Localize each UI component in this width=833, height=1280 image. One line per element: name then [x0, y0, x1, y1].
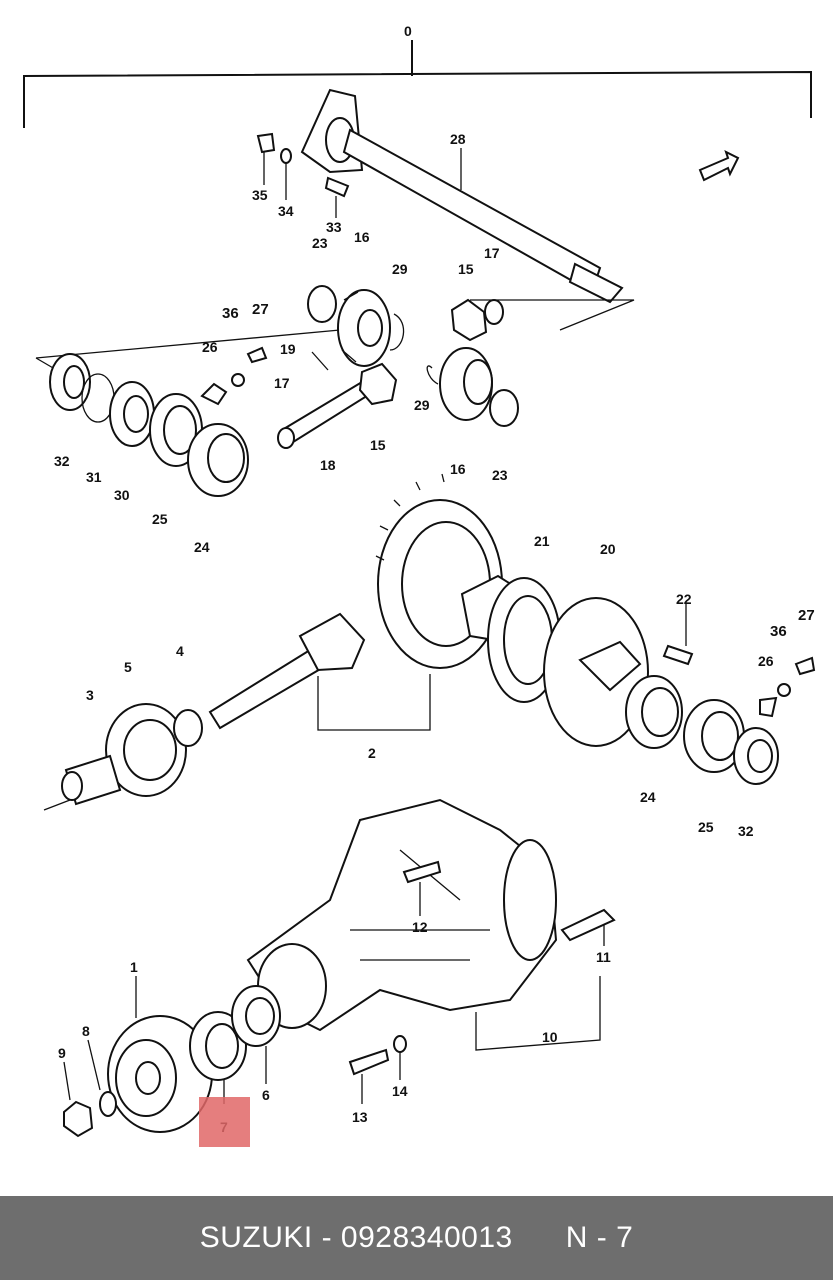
- label-1: 1: [130, 959, 138, 975]
- label-36b: 36: [770, 623, 787, 640]
- label-16b: 16: [450, 461, 466, 477]
- right-bearing-stack: [683, 699, 779, 785]
- label-33: 33: [326, 219, 342, 235]
- label-24b: 24: [640, 789, 656, 805]
- label-8: 8: [82, 1023, 90, 1039]
- label-27: 27: [252, 301, 269, 318]
- nut-9: [63, 1061, 94, 1138]
- label-2: 2: [368, 745, 376, 761]
- washer-8: [87, 1039, 117, 1117]
- parts-diagram: 0 35 34 33 28 23 16 29 15 17 36 27 26 19…: [23, 23, 816, 1138]
- label-29: 29: [392, 261, 408, 277]
- bolt-33: [324, 176, 350, 218]
- label-34: 34: [278, 203, 294, 219]
- label-14: 14: [392, 1083, 408, 1099]
- assembly-bracket: [23, 40, 812, 128]
- label-23b: 23: [492, 467, 508, 483]
- carrier-20: [543, 597, 683, 749]
- label-3: 3: [86, 687, 94, 703]
- bolt-11: [560, 908, 616, 946]
- label-11: 11: [596, 949, 611, 965]
- label-18: 18: [320, 457, 336, 473]
- pinion-shaft-18: [277, 351, 398, 449]
- label-0: 0: [404, 23, 412, 39]
- label-26: 26: [202, 339, 218, 355]
- axle-shaft: [300, 88, 624, 304]
- differential-housing: [246, 798, 601, 1051]
- label-23: 23: [312, 235, 328, 251]
- label-25b: 25: [698, 819, 714, 835]
- washer-14: [393, 1035, 407, 1080]
- front-arrow-icon: [698, 150, 740, 182]
- pinion-gear-15: [450, 298, 504, 342]
- side-gear-16: [337, 289, 391, 367]
- oil-seal: [189, 1011, 247, 1104]
- differential-case: [460, 574, 561, 703]
- label-25: 25: [152, 511, 168, 527]
- label-32b: 32: [738, 823, 754, 839]
- label-15b: 15: [370, 437, 386, 453]
- highlighted-part-marker: [199, 1097, 250, 1147]
- companion-flange: [107, 976, 213, 1133]
- left-bearing-stack: [49, 353, 249, 497]
- label-21: 21: [534, 533, 550, 549]
- label-5: 5: [124, 659, 132, 675]
- label-17: 17: [484, 245, 500, 261]
- washer-23: [307, 285, 337, 323]
- drive-pinion: [61, 612, 366, 806]
- label-6: 6: [262, 1087, 270, 1103]
- bearing-6: [231, 985, 281, 1084]
- lock-plate-26: [200, 346, 268, 406]
- bolt-22: [662, 604, 694, 666]
- footer-bar: SUZUKI - 0928340013 N - 7: [0, 1196, 833, 1280]
- label-15: 15: [458, 261, 474, 277]
- nut-35: [256, 132, 276, 185]
- label-12: 12: [412, 919, 428, 935]
- label-28: 28: [450, 131, 466, 147]
- label-26b: 26: [758, 653, 774, 669]
- bolt-13: [348, 1048, 390, 1104]
- label-17b: 17: [274, 375, 290, 391]
- footer-text: SUZUKI - 0928340013 N - 7: [199, 1221, 634, 1254]
- label-27b: 27: [798, 607, 815, 624]
- washer-34: [280, 148, 292, 200]
- label-19: 19: [280, 341, 296, 357]
- label-10: 10: [542, 1029, 558, 1045]
- side-gear-16-lower: [426, 347, 519, 427]
- label-29b: 29: [414, 397, 430, 413]
- label-36: 36: [222, 305, 239, 322]
- part-labels: 0 35 34 33 28 23 16 29 15 17 36 27 26 19…: [54, 23, 815, 1135]
- label-24: 24: [194, 539, 210, 555]
- label-35: 35: [252, 187, 268, 203]
- label-13: 13: [352, 1109, 368, 1125]
- label-20: 20: [600, 541, 616, 557]
- bracket-2: [317, 674, 431, 731]
- label-4: 4: [176, 643, 184, 659]
- clip-29: [389, 313, 405, 351]
- label-22: 22: [676, 591, 692, 607]
- label-30: 30: [114, 487, 130, 503]
- bolt-12: [402, 860, 442, 916]
- label-32: 32: [54, 453, 70, 469]
- label-16: 16: [354, 229, 370, 245]
- lock-plate-26-right: [759, 656, 816, 718]
- plane-line: [43, 799, 71, 811]
- label-31: 31: [86, 469, 102, 485]
- label-9: 9: [58, 1045, 66, 1061]
